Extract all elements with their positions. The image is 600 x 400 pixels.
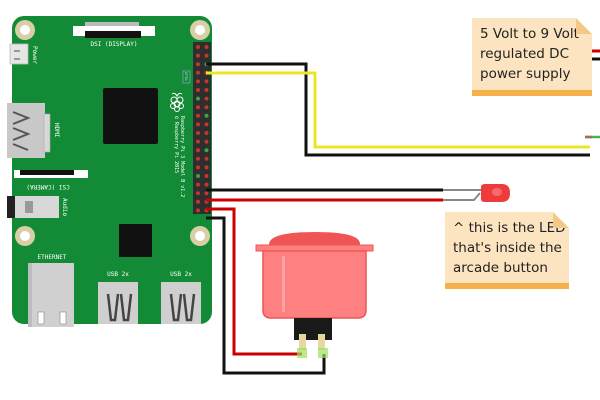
gpio-pin xyxy=(196,113,200,118)
gpio-pin xyxy=(196,199,200,204)
gpio-pin xyxy=(204,131,209,135)
gpio-pin xyxy=(204,148,209,153)
usb2-label: USB 2x xyxy=(170,271,192,278)
ethernet-port xyxy=(28,263,74,327)
gpio-pin xyxy=(196,165,200,170)
soc-chip xyxy=(103,88,158,144)
led xyxy=(481,184,510,202)
dsi-connector xyxy=(73,22,155,38)
ethernet-label: ETHERNET xyxy=(38,254,67,261)
mounting-hole-icon xyxy=(15,226,35,246)
note-line: arcade button xyxy=(453,260,548,276)
gpio-pin xyxy=(204,88,209,92)
gpio-pin xyxy=(196,148,200,153)
gpio-pin xyxy=(204,45,209,49)
gpio-label: GPIO xyxy=(184,72,188,80)
gpio-pin xyxy=(196,105,200,110)
gpio-pin xyxy=(204,96,209,101)
copyright-text: © Raspberry Pi 2015 xyxy=(173,116,179,173)
csi-label: CSI (CAMERA) xyxy=(26,183,69,190)
gpio-pin xyxy=(196,191,200,196)
gpio-label-box xyxy=(182,70,191,84)
gpio-pin xyxy=(196,70,200,75)
note-power-supply: 5 Volt to 9 Volt regulated DC power supp… xyxy=(472,18,592,96)
gpio-pin xyxy=(204,165,209,170)
button-terminal xyxy=(318,348,328,358)
gpio-pin xyxy=(196,174,200,178)
gpio-pin xyxy=(196,79,200,84)
wire-button-signal xyxy=(206,207,302,356)
gpio-pin xyxy=(204,79,209,84)
gpio-pin xyxy=(196,182,200,187)
gpio-pin xyxy=(204,122,209,127)
note-line: power supply xyxy=(480,66,571,82)
power-connector xyxy=(9,43,29,65)
raspberry-logo-icon xyxy=(170,92,184,112)
gpio-pin xyxy=(196,131,200,135)
note-line: regulated DC xyxy=(480,46,569,62)
csi-connector xyxy=(14,170,88,178)
note-line: 5 Volt to 9 Volt xyxy=(480,26,579,42)
gpio-pin xyxy=(196,45,200,49)
mounting-hole-icon xyxy=(190,226,210,246)
model-text: Raspberry Pi 3 Model B v1.2 xyxy=(179,116,185,197)
power-label: Power xyxy=(31,46,38,64)
gpio-pin xyxy=(196,122,200,127)
wires xyxy=(206,49,600,375)
gpio-pins xyxy=(196,45,209,213)
usb-port xyxy=(98,282,138,324)
usb-port xyxy=(161,282,201,324)
gpio-pin xyxy=(196,62,200,67)
gpio-pin xyxy=(196,53,200,58)
gpio-pin xyxy=(204,182,209,187)
wire-power-5v-outline xyxy=(206,72,590,148)
hdmi-label: HDMI xyxy=(53,123,60,138)
gpio-pin xyxy=(204,156,209,161)
led-leg xyxy=(443,192,481,201)
gpio-pin xyxy=(204,53,209,58)
mounting-hole-icon xyxy=(15,20,35,40)
board-pcb xyxy=(12,16,212,324)
gpio-pin xyxy=(196,96,200,101)
mounting-hole-icon xyxy=(190,20,210,40)
gpio-pin xyxy=(196,88,200,92)
audio-label: Audio xyxy=(61,198,68,216)
button-terminal xyxy=(297,348,307,358)
gpio-pin xyxy=(204,105,209,110)
arcade-button xyxy=(255,232,374,358)
raspberry-pi-board: DSI (DISPLAY) Power HDMI Raspberry Pi 3 … xyxy=(7,16,212,327)
usb1-label: USB 2x xyxy=(107,271,129,278)
gpio-pin xyxy=(204,191,209,196)
gpio-pin xyxy=(196,139,200,144)
usb-lan-chip xyxy=(119,224,152,257)
gpio-pin xyxy=(204,113,209,118)
wire-power-ground xyxy=(206,62,590,157)
hdmi-connector xyxy=(7,103,51,158)
dsi-label: DSI (DISPLAY) xyxy=(91,41,138,48)
gpio-header xyxy=(193,42,211,214)
note-line: ^ this is the LED xyxy=(453,220,566,236)
wire-button-ground xyxy=(206,216,326,375)
gpio-pin xyxy=(196,156,200,161)
gpio-pin xyxy=(204,174,209,178)
note-line: that's inside the xyxy=(453,240,562,256)
note-led: ^ this is the LED that's inside the arca… xyxy=(445,212,569,289)
audio-jack xyxy=(7,196,59,218)
gpio-pin xyxy=(204,139,209,144)
gpio-pin xyxy=(196,208,200,213)
